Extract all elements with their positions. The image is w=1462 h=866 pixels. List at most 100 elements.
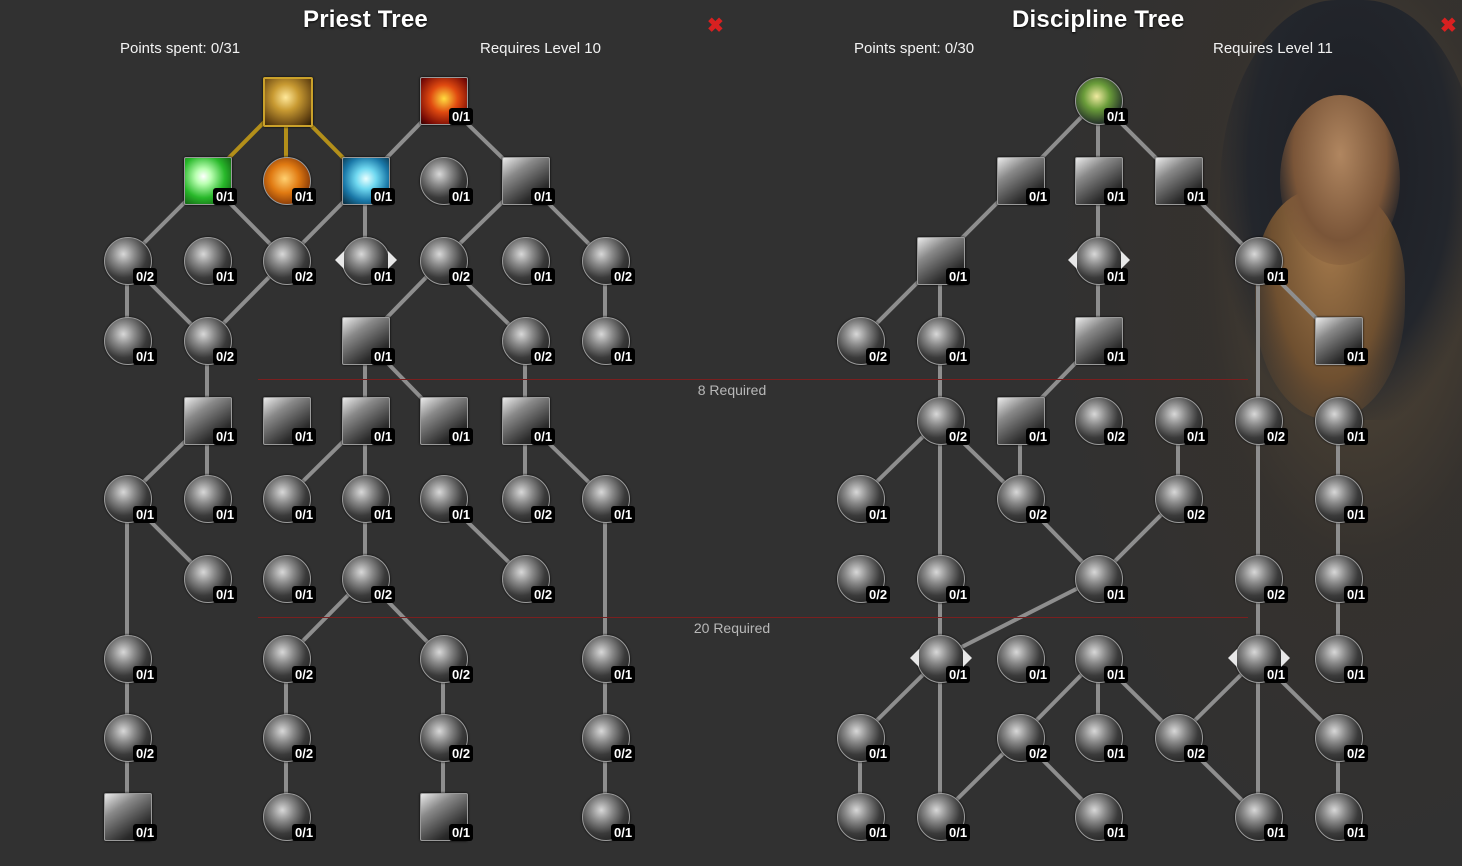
talent-icon[interactable]: 0/1 <box>184 555 238 603</box>
talent-icon[interactable]: 0/1 <box>342 475 396 523</box>
talent-icon[interactable]: 0/2 <box>420 237 474 285</box>
talent-icon[interactable]: 0/2 <box>1315 714 1369 762</box>
talent-icon[interactable]: 0/1 <box>837 475 891 523</box>
talent-rank-badge: 0/2 <box>531 586 556 603</box>
talent-icon[interactable]: 0/1 <box>420 157 474 205</box>
talent-icon[interactable]: 0/1 <box>1075 555 1129 603</box>
talent-icon[interactable]: 0/1 <box>1075 157 1129 205</box>
talent-icon[interactable]: 0/1 <box>997 157 1051 205</box>
talent-icon[interactable]: 0/1 <box>263 555 317 603</box>
close-icon[interactable]: ✖ <box>1440 15 1457 37</box>
talent-rank-badge: 0/2 <box>531 506 556 523</box>
talent-icon[interactable]: 0/2 <box>420 635 474 683</box>
talent-icon[interactable]: 0/2 <box>1155 714 1209 762</box>
talent-icon[interactable]: 0/1 <box>997 397 1051 445</box>
talent-icon[interactable]: 0/1 <box>184 157 238 205</box>
talent-icon[interactable]: 0/1 <box>502 237 556 285</box>
talent-icon[interactable]: 0/1 <box>184 397 238 445</box>
talent-icon[interactable]: 0/1 <box>1315 793 1369 841</box>
talent-icon[interactable]: 0/1 <box>263 793 317 841</box>
close-icon[interactable]: ✖ <box>707 15 724 37</box>
talent-icon[interactable]: 0/1 <box>342 397 396 445</box>
talent-icon[interactable]: 0/1 <box>502 157 556 205</box>
talent-icon[interactable]: 0/2 <box>837 555 891 603</box>
talent-icon[interactable]: 0/1 <box>420 793 474 841</box>
talent-icon[interactable]: 0/1 <box>335 237 397 285</box>
talent-icon[interactable]: 0/1 <box>582 793 636 841</box>
talent-icon[interactable]: 0/1 <box>263 475 317 523</box>
talent-icon[interactable]: 0/1 <box>104 793 158 841</box>
talent-icon[interactable]: 0/2 <box>263 237 317 285</box>
talent-icon[interactable]: 0/1 <box>420 475 474 523</box>
priest-tree-panel: Priest Tree ✖ Points spent: 0/31 Require… <box>120 6 724 57</box>
talent-icon[interactable]: 0/2 <box>997 714 1051 762</box>
talent-rank-badge: 0/2 <box>292 745 317 762</box>
talent-icon[interactable]: 0/1 <box>342 157 396 205</box>
talent-icon[interactable]: 0/1 <box>1315 635 1369 683</box>
talent-icon[interactable]: 0/1 <box>1075 793 1129 841</box>
talent-icon[interactable]: 0/2 <box>997 475 1051 523</box>
talent-icon[interactable]: 0/1 <box>1228 635 1290 683</box>
talent-icon[interactable]: 0/2 <box>582 237 636 285</box>
talent-icon[interactable]: 0/1 <box>1315 397 1369 445</box>
talent-rank-badge: 0/2 <box>449 745 474 762</box>
talent-rank-badge: 0/1 <box>292 824 317 841</box>
talent-icon[interactable]: 0/1 <box>917 793 971 841</box>
talent-rank-badge: 0/2 <box>133 268 158 285</box>
talent-icon[interactable]: 0/2 <box>342 555 396 603</box>
talent-icon[interactable]: 0/1 <box>263 157 317 205</box>
talent-rank-badge: 0/1 <box>531 268 556 285</box>
talent-icon[interactable]: 0/1 <box>184 475 238 523</box>
talent-icon[interactable]: 0/1 <box>837 714 891 762</box>
talent-icon[interactable]: 0/1 <box>104 635 158 683</box>
talent-icon[interactable]: 0/1 <box>837 793 891 841</box>
talent-icon[interactable]: 0/2 <box>917 397 971 445</box>
talent-icon[interactable]: 0/1 <box>1068 237 1130 285</box>
talent-icon[interactable]: 0/1 <box>1075 77 1129 125</box>
points-spent: Points spent: 0/30 <box>854 40 975 57</box>
talent-icon[interactable]: 0/1 <box>582 475 636 523</box>
talent-icon[interactable]: 0/1 <box>1155 157 1209 205</box>
talent-icon[interactable]: 0/2 <box>502 317 556 365</box>
talent-icon[interactable]: 0/2 <box>1155 475 1209 523</box>
talent-icon[interactable]: 0/2 <box>104 237 158 285</box>
talent-icon[interactable]: 0/2 <box>502 555 556 603</box>
talent-icon[interactable]: 0/1 <box>917 555 971 603</box>
talent-icon[interactable]: 0/1 <box>1235 793 1289 841</box>
talent-icon[interactable]: 0/1 <box>917 237 971 285</box>
gate-line <box>258 617 1248 618</box>
talent-icon[interactable]: 0/2 <box>1075 397 1129 445</box>
talent-icon[interactable]: 0/1 <box>1075 317 1129 365</box>
talent-icon[interactable]: 0/2 <box>420 714 474 762</box>
talent-icon[interactable]: 0/1 <box>1315 475 1369 523</box>
talent-icon[interactable]: 0/1 <box>1075 635 1129 683</box>
talent-icon[interactable]: 0/1 <box>104 475 158 523</box>
talent-icon[interactable]: 0/1 <box>910 635 972 683</box>
talent-icon[interactable]: 0/1 <box>420 77 474 125</box>
talent-icon[interactable]: 0/2 <box>104 714 158 762</box>
talent-icon[interactable]: 0/1 <box>997 635 1051 683</box>
talent-icon[interactable]: 0/2 <box>1235 555 1289 603</box>
talent-icon[interactable]: 0/2 <box>1235 397 1289 445</box>
talent-icon[interactable]: 0/1 <box>1075 714 1129 762</box>
talent-icon[interactable]: 0/1 <box>582 635 636 683</box>
talent-icon[interactable]: 0/2 <box>837 317 891 365</box>
talent-icon[interactable]: 0/1 <box>104 317 158 365</box>
talent-icon[interactable]: 0/1 <box>1315 555 1369 603</box>
talent-icon[interactable] <box>263 77 313 127</box>
talent-icon[interactable]: 0/1 <box>917 317 971 365</box>
talent-icon[interactable]: 0/2 <box>582 714 636 762</box>
talent-icon[interactable]: 0/2 <box>502 475 556 523</box>
talent-icon[interactable]: 0/2 <box>263 635 317 683</box>
talent-icon[interactable]: 0/1 <box>1155 397 1209 445</box>
talent-icon[interactable]: 0/1 <box>342 317 396 365</box>
talent-icon[interactable]: 0/1 <box>502 397 556 445</box>
talent-icon[interactable]: 0/1 <box>1235 237 1289 285</box>
talent-icon[interactable]: 0/2 <box>184 317 238 365</box>
talent-icon[interactable]: 0/1 <box>263 397 317 445</box>
talent-icon[interactable]: 0/2 <box>263 714 317 762</box>
talent-icon[interactable]: 0/1 <box>184 237 238 285</box>
talent-icon[interactable]: 0/1 <box>420 397 474 445</box>
talent-icon[interactable]: 0/1 <box>582 317 636 365</box>
talent-icon[interactable]: 0/1 <box>1315 317 1369 365</box>
